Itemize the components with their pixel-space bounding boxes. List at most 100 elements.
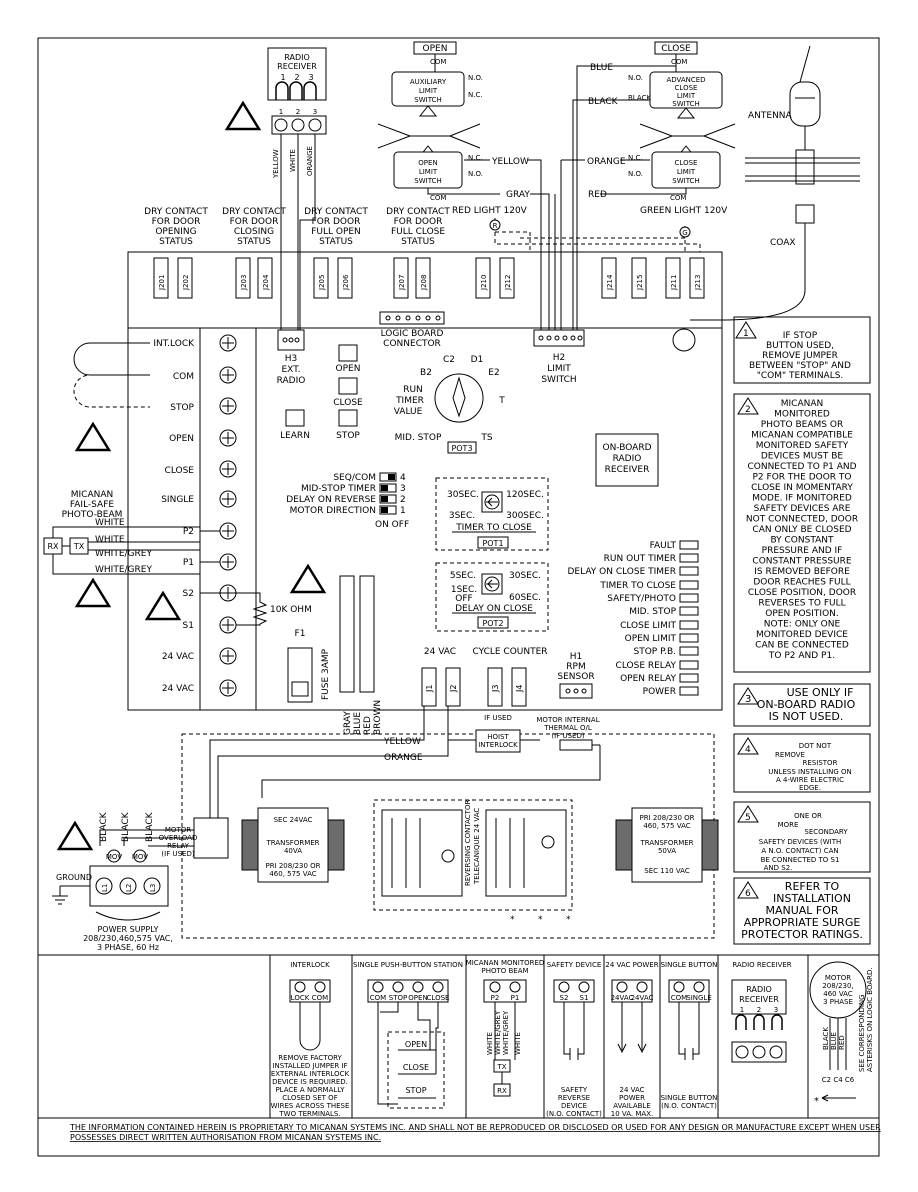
svg-text:SWITCH: SWITCH [672, 177, 699, 185]
svg-text:OPEN: OPEN [169, 434, 194, 444]
svg-text:EDGE.: EDGE. [799, 784, 821, 792]
svg-text:RED LIGHT 120V: RED LIGHT 120V [452, 206, 528, 216]
note-2-line: CONNECTED TO P1 AND [747, 462, 856, 472]
svg-text:LIMIT: LIMIT [419, 168, 438, 176]
svg-text:ANTENNA: ANTENNA [748, 111, 793, 121]
svg-text:4: 4 [400, 473, 406, 483]
note-2-line: MONITORED [774, 410, 830, 420]
svg-text:OPEN: OPEN [418, 159, 437, 167]
svg-text:SEC 24VAC: SEC 24VAC [274, 816, 313, 824]
svg-text:STOP: STOP [336, 431, 360, 441]
svg-text:2: 2 [400, 495, 406, 505]
svg-text:24VAC: 24VAC [631, 994, 654, 1002]
svg-text:3 PHASE: 3 PHASE [823, 998, 853, 1006]
svg-text:MOTOR DIRECTION: MOTOR DIRECTION [290, 506, 376, 516]
svg-text:COM: COM [312, 994, 328, 1002]
svg-text:LIMIT: LIMIT [419, 87, 438, 95]
svg-text:MOV: MOV [132, 853, 148, 861]
svg-text:WIRES ACROSS THESE: WIRES ACROSS THESE [271, 1102, 350, 1110]
svg-text:A N.O. CONTACT) CAN: A N.O. CONTACT) CAN [761, 847, 838, 855]
svg-text:24 VAC: 24 VAC [162, 684, 194, 694]
svg-text:*: * [538, 915, 543, 925]
svg-text:DOT NOT: DOT NOT [799, 742, 832, 750]
svg-text:CONNECTOR: CONNECTOR [383, 339, 441, 349]
svg-text:SINGLE: SINGLE [686, 994, 712, 1002]
svg-text:IF USED: IF USED [484, 714, 512, 722]
svg-text:J208: J208 [420, 275, 428, 291]
svg-text:STATUS: STATUS [319, 237, 353, 247]
open-button-board [338, 344, 358, 362]
svg-text:RED: RED [588, 190, 607, 200]
svg-text:MICANAN: MICANAN [71, 490, 113, 500]
svg-text:460, 575 VAC: 460, 575 VAC [643, 822, 690, 830]
svg-text:STOP: STOP [170, 403, 194, 413]
svg-text:OPEN LIMIT: OPEN LIMIT [625, 634, 677, 644]
svg-text:MICANAN MONITORED: MICANAN MONITORED [466, 959, 545, 967]
svg-text:RADIO RECEIVER: RADIO RECEIVER [732, 961, 791, 969]
relay-pins: J201 J202 J203 J204 J205 J206 J207 J208 … [153, 257, 705, 299]
svg-text:TRANSFORMER: TRANSFORMER [639, 839, 693, 847]
svg-text:BETWEEN "STOP" AND: BETWEEN "STOP" AND [749, 361, 851, 371]
svg-text:TS: TS [480, 433, 492, 443]
note-2-line: CLOSE POSITION, DOOR [748, 588, 856, 598]
svg-text:L1: L1 [101, 884, 109, 892]
svg-text:THERMAL O/L: THERMAL O/L [543, 724, 592, 732]
svg-text:N.O.: N.O. [628, 170, 643, 178]
photo-beam: MICANAN FAIL-SAFE PHOTO-BEAM RX TX WHITE… [43, 490, 312, 626]
svg-text:SINGLE PUSH-BUTTON STATION: SINGLE PUSH-BUTTON STATION [353, 961, 463, 969]
svg-text:CLOSING: CLOSING [234, 227, 274, 237]
svg-text:3SEC.: 3SEC. [449, 511, 475, 521]
svg-text:RX: RX [47, 542, 59, 551]
svg-text:RECEIVER: RECEIVER [605, 465, 650, 475]
svg-text:24 VAC: 24 VAC [619, 1086, 644, 1094]
svg-text:SWITCH: SWITCH [414, 177, 441, 185]
svg-text:SINGLE BUTTON: SINGLE BUTTON [661, 1094, 718, 1102]
svg-text:CLOSE: CLOSE [661, 44, 691, 54]
svg-text:BLUE: BLUE [353, 712, 363, 735]
svg-text:VALUE: VALUE [394, 407, 423, 417]
limit-switches: OPEN CLOSE COM COM AUXILIARY LIMIT SWITC… [377, 41, 736, 330]
svg-text:LEARN: LEARN [280, 431, 310, 441]
svg-text:208/230,: 208/230, [822, 982, 853, 990]
svg-text:CYCLE COUNTER: CYCLE COUNTER [472, 647, 547, 657]
svg-text:TWO TERMINALS.: TWO TERMINALS. [278, 1110, 340, 1118]
svg-text:MOV: MOV [106, 853, 122, 861]
svg-text:SINGLE: SINGLE [161, 495, 194, 505]
svg-text:24 VAC: 24 VAC [162, 652, 194, 662]
svg-text:AUXILIARY: AUXILIARY [410, 78, 447, 86]
svg-text:6: 6 [745, 889, 751, 899]
svg-text:BUTTON USED,: BUTTON USED, [766, 341, 834, 351]
svg-text:SAFETY DEVICES (WITH: SAFETY DEVICES (WITH [759, 838, 842, 846]
note-2-line: BY CONSTANT [770, 536, 834, 546]
svg-text:ON-BOARD RADIO: ON-BOARD RADIO [757, 698, 856, 711]
svg-text:SEE CORRESPONDING: SEE CORRESPONDING [858, 994, 866, 1072]
svg-text:CLOSE RELAY: CLOSE RELAY [616, 661, 677, 671]
svg-text:YELLOW: YELLOW [383, 737, 421, 747]
svg-text:ORANGE: ORANGE [587, 157, 626, 167]
svg-text:S2: S2 [183, 589, 194, 599]
svg-text:OPENING: OPENING [155, 227, 196, 237]
svg-text:CLOSE: CLOSE [675, 84, 698, 92]
svg-text:CLOSE: CLOSE [333, 398, 363, 408]
stop-button-board [338, 409, 358, 427]
bottom-connections: INTERLOCK LOCK COM REMOVE FACTORY INSTAL… [269, 955, 874, 1118]
svg-text:WHITE/GREY: WHITE/GREY [502, 1010, 510, 1055]
svg-text:INTERLOCK: INTERLOCK [478, 741, 518, 749]
svg-text:J205: J205 [318, 275, 326, 291]
svg-text:2: 2 [294, 73, 299, 82]
svg-text:60SEC.: 60SEC. [509, 593, 541, 603]
svg-text:C2: C2 [443, 355, 455, 365]
note-2-line: MICANAN COMPATIBLE [751, 431, 853, 441]
svg-text:YELLOW: YELLOW [272, 149, 280, 179]
svg-text:RADIO: RADIO [277, 376, 306, 386]
svg-text:LOGIC BOARD: LOGIC BOARD [381, 329, 444, 339]
svg-text:TRANSFORMER: TRANSFORMER [265, 839, 319, 847]
svg-text:RADIO: RADIO [284, 53, 310, 62]
svg-text:STOP: STOP [389, 994, 407, 1002]
svg-text:J201: J201 [158, 275, 166, 291]
svg-text:J212: J212 [504, 275, 512, 291]
svg-text:MOTOR: MOTOR [825, 974, 851, 982]
svg-text:5SEC.: 5SEC. [450, 571, 476, 581]
svg-text:F1: F1 [295, 629, 306, 639]
svg-text:P1: P1 [511, 994, 520, 1002]
